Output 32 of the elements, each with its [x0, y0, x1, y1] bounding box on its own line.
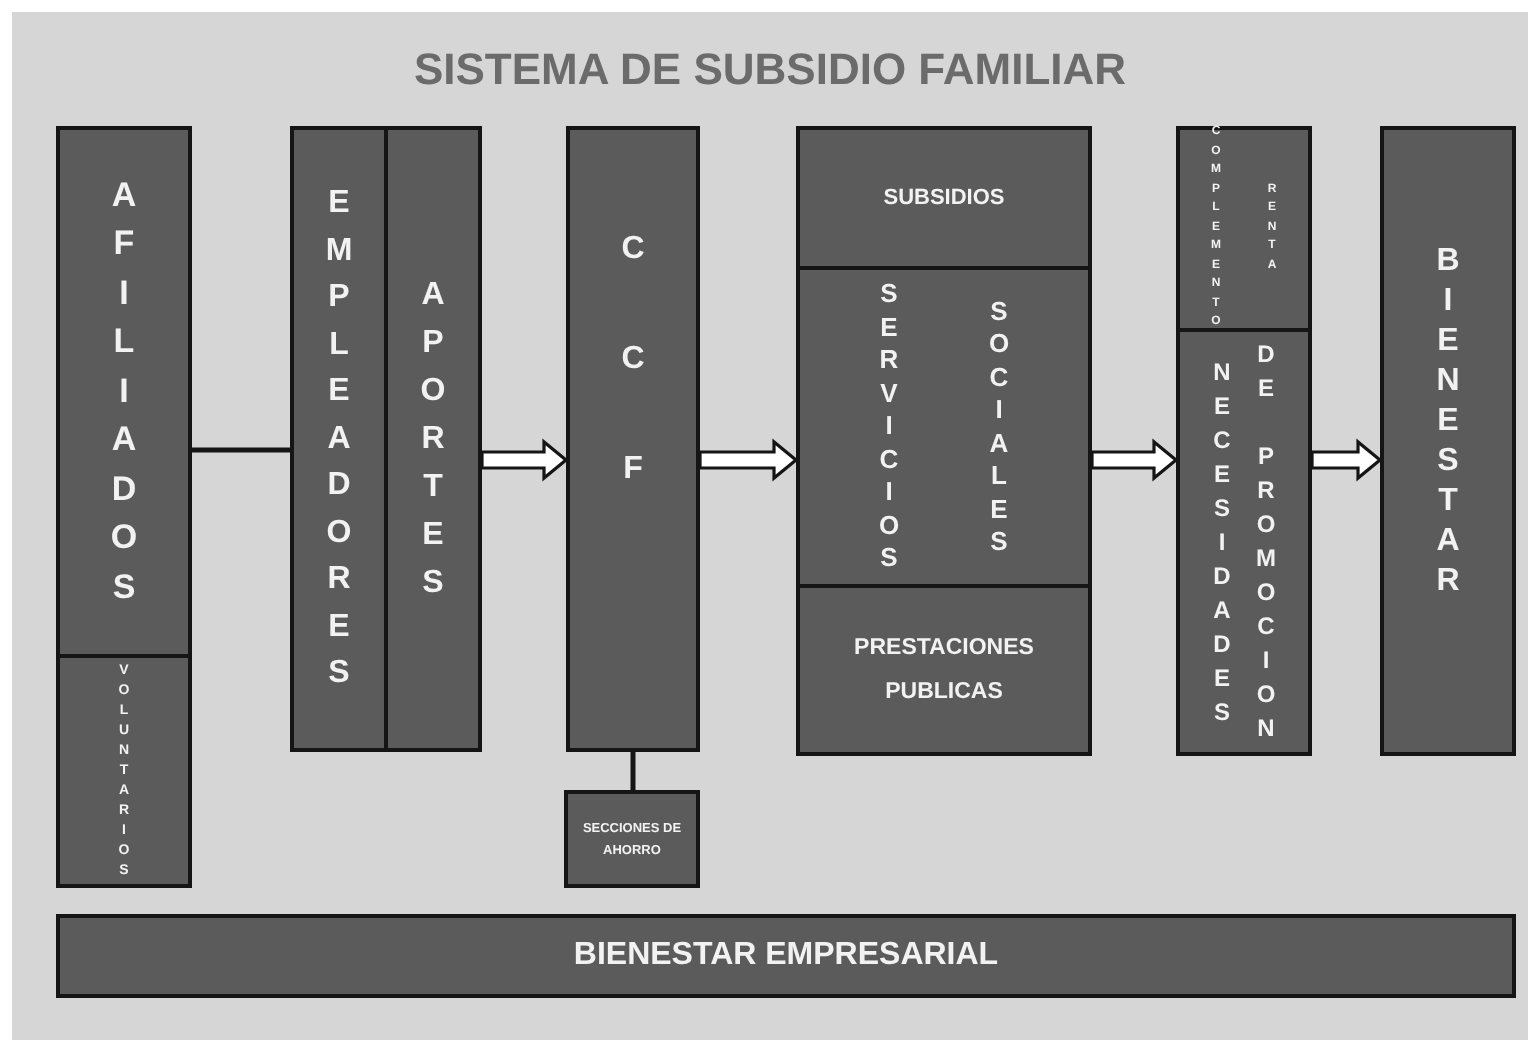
process-box	[56, 914, 1516, 998]
block-arrow	[480, 438, 569, 482]
vertical-label: CCF	[619, 230, 647, 490]
diagram-title: SISTEMA DE SUBSIDIO FAMILIAR	[411, 44, 1129, 96]
vertical-label: EMPLEADORES	[323, 184, 355, 695]
vertical-label: NECESIDADES	[1211, 355, 1233, 729]
box-label: SUBSIDIOS	[883, 184, 1005, 212]
block-arrow	[698, 438, 799, 482]
connector-line	[630, 752, 636, 790]
process-box	[796, 584, 1092, 756]
process-box	[1176, 126, 1312, 332]
process-box	[56, 654, 192, 888]
vertical-label: APORTES	[418, 275, 448, 603]
process-box	[384, 126, 482, 752]
process-box	[796, 126, 1092, 270]
process-box	[564, 790, 700, 888]
connector-line	[192, 447, 290, 453]
box-label: BIENESTAR EMPRESARIAL	[573, 936, 999, 976]
process-box	[290, 126, 388, 752]
vertical-label: SOCIALES	[986, 295, 1012, 559]
block-arrow	[1310, 438, 1383, 482]
process-box	[796, 266, 1092, 588]
block-arrow	[1090, 438, 1179, 482]
process-box	[566, 126, 700, 752]
process-box	[56, 126, 192, 658]
box-label: PRESTACIONES PUBLICAS	[852, 634, 1036, 708]
vertical-label: DE PROMOCION	[1254, 338, 1278, 746]
vertical-label: AFILIADOS	[108, 173, 140, 610]
vertical-label: SERVICIOS	[876, 278, 902, 576]
vertical-label: BIENESTAR	[1434, 241, 1462, 601]
process-box	[1380, 126, 1516, 756]
process-box	[1176, 328, 1312, 756]
